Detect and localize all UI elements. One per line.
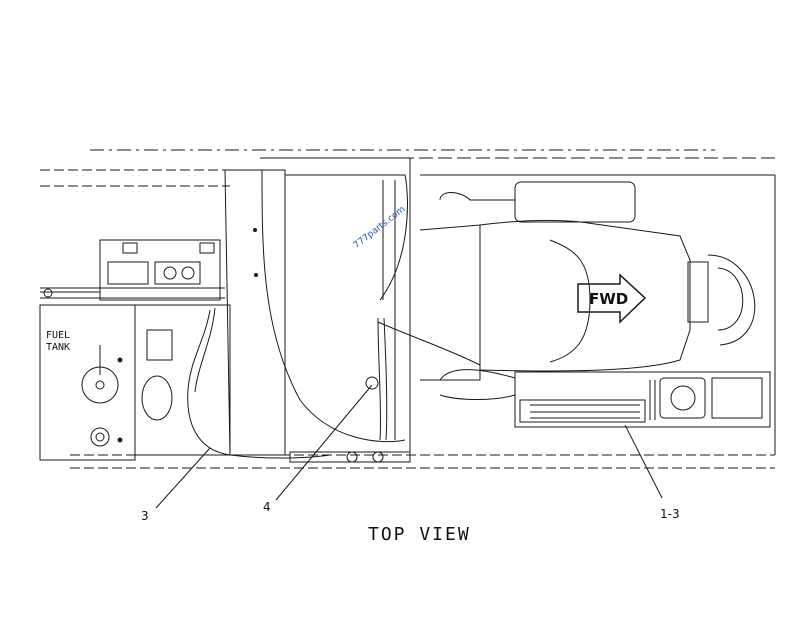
fuel-tank-label: FUEL TANK	[46, 330, 70, 354]
leader-lines	[155, 384, 663, 509]
callout-3: 3	[141, 509, 149, 523]
engine-unit	[419, 181, 756, 381]
fuel-label-line-1: FUEL	[46, 330, 71, 341]
view-title: TOP VIEW	[368, 524, 471, 545]
harness-4	[289, 317, 481, 463]
fuel-tank	[39, 304, 231, 461]
fuel-label-line-2: TANK	[46, 342, 71, 353]
callout-4: 4	[263, 500, 271, 514]
relay-panel	[40, 239, 221, 301]
harness-3	[187, 307, 331, 459]
fwd-label: FWD	[589, 290, 629, 308]
control-panel	[439, 369, 771, 428]
fwd-arrow	[577, 273, 647, 324]
callout-1-3: 1-3	[660, 507, 680, 521]
frame-rail	[224, 169, 408, 456]
